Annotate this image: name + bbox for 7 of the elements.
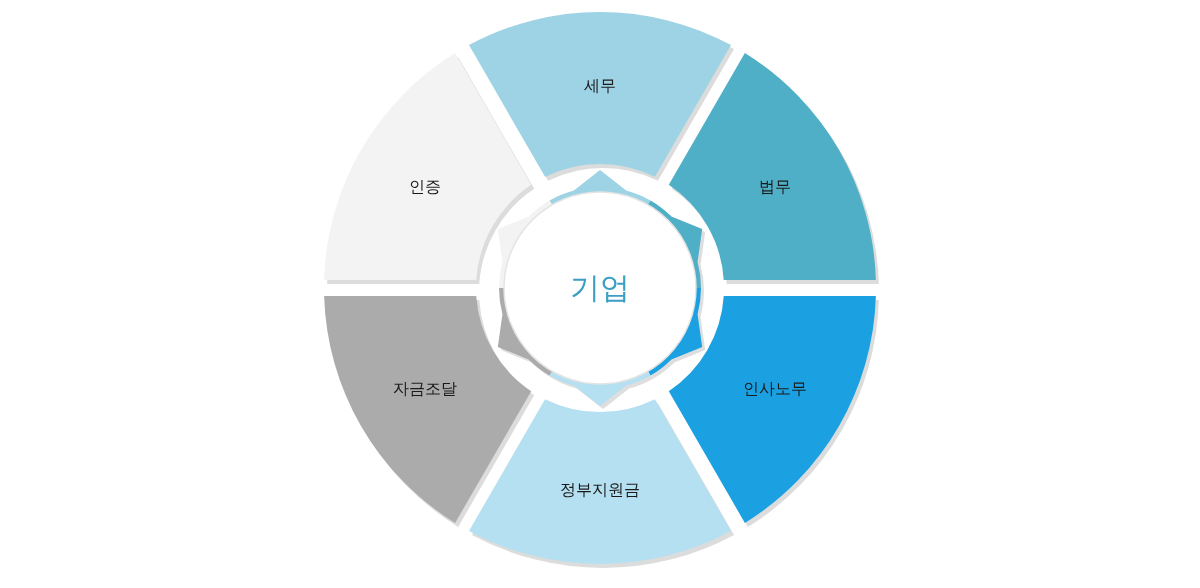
- segment-label: 법무: [758, 177, 791, 197]
- segment-label: 자금조달: [393, 379, 458, 399]
- center-label: 기업: [570, 270, 630, 306]
- segment-label: 정부지원금: [560, 480, 640, 500]
- segment-label: 세무: [584, 76, 616, 96]
- segment-label: 인증: [409, 177, 442, 197]
- segment-label: 인사노무: [742, 379, 807, 399]
